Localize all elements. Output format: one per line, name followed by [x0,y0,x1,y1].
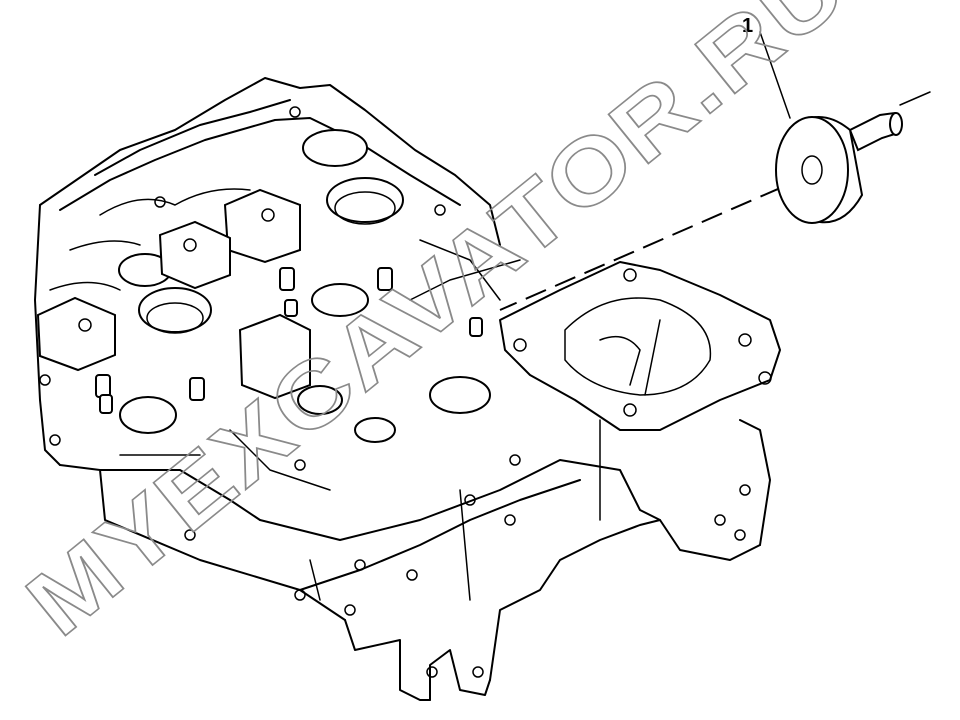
studs [39,106,483,446]
callout-label-1: 1 [742,15,753,37]
cylinder-head-drawing [34,77,781,701]
rocker-pedestals [36,188,311,400]
callout-leader-line [759,31,791,119]
alignment-axis [499,174,811,311]
valve-bosses [118,129,491,443]
part-1-fitting [499,31,931,311]
